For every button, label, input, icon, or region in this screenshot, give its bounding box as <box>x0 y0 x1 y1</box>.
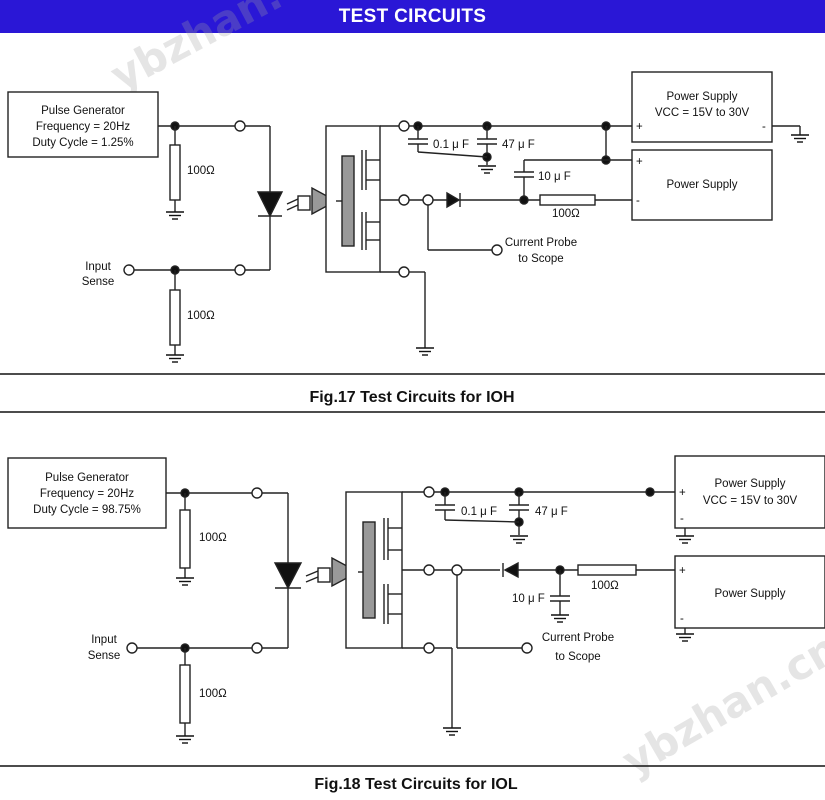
minus-terminal: - <box>680 513 684 525</box>
current-probe-label: to Scope <box>518 253 563 265</box>
resistor <box>169 289 181 346</box>
current-probe-label: to Scope <box>555 651 600 663</box>
buffer-amp <box>311 186 338 216</box>
power-supply-name: Power Supply <box>715 478 786 490</box>
capacitor-value: 10 μ F <box>538 171 571 183</box>
resistor-value: 100Ω <box>199 532 227 544</box>
resistor-value: 100Ω <box>187 165 215 177</box>
resistor-value: 100Ω <box>187 310 215 322</box>
resistor-value: 100Ω <box>199 688 227 700</box>
resistor <box>179 664 191 724</box>
current-probe-label: Current Probe <box>505 237 577 249</box>
resistor-value: 100Ω <box>591 580 619 592</box>
capacitor-value: 10 μ F <box>512 593 545 605</box>
plus-terminal: + <box>636 156 643 168</box>
power-supply-box <box>674 555 825 629</box>
input-sense-label: Sense <box>82 276 115 288</box>
input-sense-label: Sense <box>88 650 121 662</box>
figure-caption: Fig.17 Test Circuits for IOH <box>309 389 514 406</box>
power-supply-vcc: VCC = 15V to 30V <box>655 107 750 119</box>
plus-terminal: + <box>679 565 686 577</box>
capacitor-value: 47 μ F <box>502 139 535 151</box>
buffer-amp <box>331 556 360 588</box>
power-supply-name: Power Supply <box>667 179 738 191</box>
figure-caption: Fig.18 Test Circuits for IOL <box>314 776 518 793</box>
input-sense-label: Input <box>85 261 111 273</box>
resistor <box>169 144 181 201</box>
generator-name: Pulse Generator <box>41 105 125 117</box>
plus-terminal: + <box>679 487 686 499</box>
power-supply-name: Power Supply <box>667 91 738 103</box>
power-supply-vcc: VCC = 15V to 30V <box>703 495 798 507</box>
power-supply-box <box>631 71 773 143</box>
minus-terminal: - <box>680 613 684 625</box>
current-probe-label: Current Probe <box>542 632 614 644</box>
resistor <box>577 564 637 576</box>
minus-terminal: - <box>762 121 766 133</box>
plus-terminal: + <box>636 121 643 133</box>
capacitor-value: 47 μ F <box>535 506 568 518</box>
title-banner <box>0 0 825 33</box>
power-supply-name: Power Supply <box>715 588 786 600</box>
pulse-generator-box <box>7 457 167 529</box>
gate-driver-ic <box>345 491 403 649</box>
pulse-generator-box <box>7 91 159 158</box>
minus-terminal: - <box>636 195 640 207</box>
page-title: TEST CIRCUITS <box>338 6 487 27</box>
fig17-circuit <box>7 71 810 363</box>
power-supply-box <box>631 149 773 221</box>
generator-frequency: Frequency = 20Hz <box>40 488 135 500</box>
diode <box>446 191 461 209</box>
resistor <box>179 509 191 569</box>
capacitor-value: 0.1 μ F <box>461 506 497 518</box>
input-sense-label: Input <box>91 634 117 646</box>
diode <box>503 561 519 579</box>
generator-name: Pulse Generator <box>45 472 129 484</box>
resistor <box>539 194 596 206</box>
resistor-value: 100Ω <box>552 208 580 220</box>
generator-duty-cycle: Duty Cycle = 98.75% <box>33 504 141 516</box>
led <box>256 191 284 218</box>
generator-duty-cycle: Duty Cycle = 1.25% <box>32 137 133 149</box>
generator-frequency: Frequency = 20Hz <box>36 121 131 133</box>
led <box>273 562 303 590</box>
power-supply-box <box>674 455 825 529</box>
fig18-circuit <box>7 455 825 744</box>
capacitor-value: 0.1 μ F <box>433 139 469 151</box>
